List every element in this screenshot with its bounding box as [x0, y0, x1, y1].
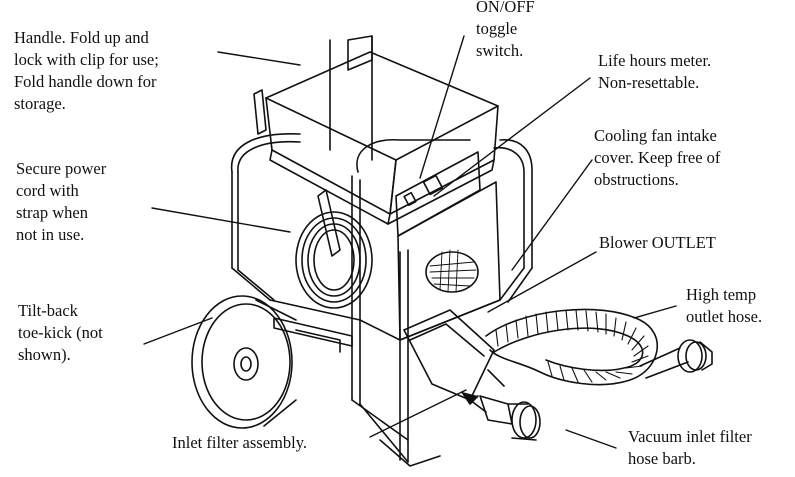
toggle-switch-shape: [422, 174, 444, 196]
leader-switch: [419, 35, 465, 179]
leader-handle: [217, 51, 301, 66]
leader-fan: [511, 159, 593, 271]
leader-hose: [633, 305, 677, 319]
label-meter: Life hours meter. Non-resettable.: [598, 51, 712, 92]
wheel: [191, 295, 297, 429]
leader-cord: [151, 207, 291, 233]
hours-meter-shape: [403, 191, 417, 207]
handle-latch: [253, 89, 267, 135]
outlet-hose-shape: [485, 308, 713, 386]
top-enclosure: [253, 35, 499, 225]
label-filter: Inlet filter assembly.: [172, 433, 308, 452]
label-toekick: Tilt-back toe-kick (not shown).: [18, 301, 103, 364]
label-blower: Blower OUTLET: [599, 233, 716, 252]
leader-toekick: [143, 317, 213, 345]
label-switch: ON/OFF toggle switch.: [476, 0, 535, 60]
inlet-filter-shape: [403, 309, 541, 441]
control-panel: [395, 151, 481, 237]
base-platform: [269, 299, 501, 353]
handle-clip: [347, 35, 373, 71]
leader-lines: [143, 35, 677, 449]
cord-strap: [317, 189, 341, 257]
label-handle: Handle. Fold up and lock with clip for u…: [14, 28, 159, 113]
label-barb: Vacuum inlet filter hose barb.: [628, 427, 752, 468]
label-cord: Secure power cord with strap when not in…: [16, 159, 107, 244]
blower-housing: [397, 181, 501, 341]
leader-meter: [433, 77, 591, 197]
power-cord-coil: [295, 189, 373, 309]
leader-blower: [487, 251, 597, 313]
label-hose: High temp outlet hose.: [686, 285, 763, 326]
leader-barb: [565, 429, 617, 449]
label-fan: Cooling fan intake cover. Keep free of o…: [594, 126, 721, 189]
leader-filter: [369, 389, 467, 438]
